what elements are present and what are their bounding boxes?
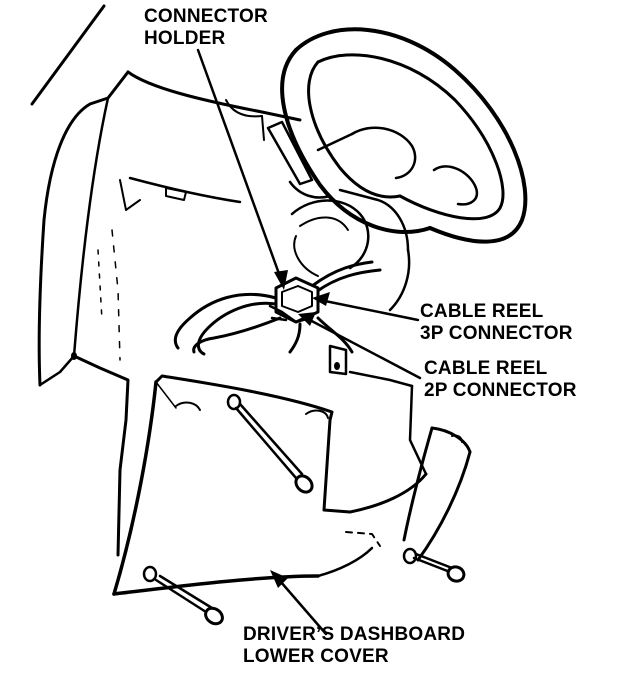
windshield-pillar-line bbox=[30, 4, 106, 106]
cover-clip-holes bbox=[142, 393, 418, 583]
connector-holder-label: CONNECTOR HOLDER bbox=[144, 6, 268, 50]
connector-holder-block bbox=[268, 276, 320, 324]
arrowheads bbox=[270, 270, 330, 588]
steering-wheel bbox=[280, 27, 528, 244]
cable-reel-2p-label: CABLE REEL 2P CONNECTOR bbox=[424, 358, 577, 402]
right-bracket bbox=[328, 344, 348, 376]
cable-reel-2p-label-line2: 2P CONNECTOR bbox=[424, 380, 577, 401]
cable-reel-3p-label: CABLE REEL 3P CONNECTOR bbox=[420, 301, 573, 345]
dashboard-lower-cover-label-line1: DRIVER’S DASHBOARD bbox=[243, 624, 466, 645]
cable-reel-3p-label-line2: 3P CONNECTOR bbox=[420, 323, 573, 344]
screws bbox=[154, 402, 466, 626]
wire-harness bbox=[173, 260, 382, 356]
connector-holder-label-line1: CONNECTOR bbox=[144, 6, 268, 27]
dashboard-lower-cover-label-line2: LOWER COVER bbox=[243, 646, 389, 667]
steering-column bbox=[225, 99, 411, 312]
leader-lines bbox=[196, 48, 422, 636]
cable-reel-2p-label-line1: CABLE REEL bbox=[424, 358, 548, 379]
dashboard-side-panel bbox=[37, 70, 302, 557]
cable-reel-3p-label-line1: CABLE REEL bbox=[420, 301, 544, 322]
dashboard-lower-cover-label: DRIVER’S DASHBOARD LOWER COVER bbox=[243, 624, 465, 668]
lower-cover-panel bbox=[112, 370, 472, 596]
connector-holder-label-line2: HOLDER bbox=[144, 28, 226, 49]
